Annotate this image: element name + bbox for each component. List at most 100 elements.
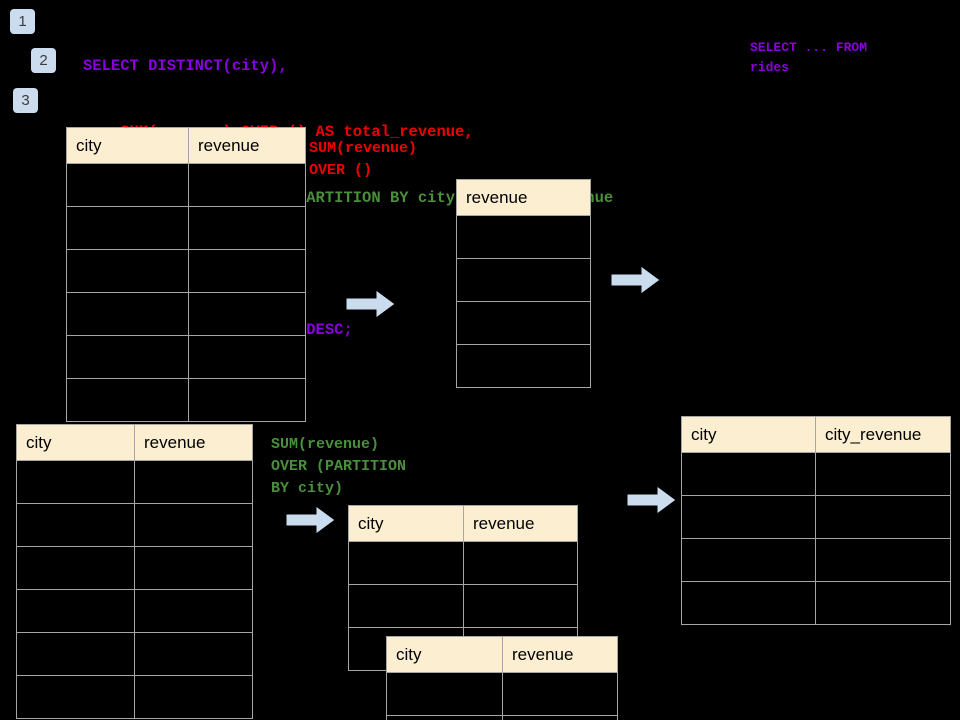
table-header-row: city revenue — [66, 127, 306, 164]
table-cell — [188, 335, 306, 379]
table-cell — [681, 452, 816, 496]
table-body — [386, 672, 618, 720]
table-cell — [815, 581, 951, 625]
table-row — [456, 301, 591, 345]
table-cell — [16, 675, 135, 719]
table-cell — [16, 503, 135, 547]
table-cell — [815, 538, 951, 582]
table-row — [16, 503, 253, 547]
table-final-result: city city_revenue — [681, 416, 951, 625]
arrow-to-total-revenue-icon — [346, 289, 396, 319]
table-row — [16, 632, 253, 676]
table-cell — [16, 460, 135, 504]
step-badge-1: 1 — [10, 9, 35, 34]
table-cell — [386, 715, 503, 720]
table-body — [66, 163, 306, 422]
annotation-sum-over-partition: SUM(revenue) OVER (PARTITION BY city) — [271, 436, 407, 497]
table-cell — [134, 546, 253, 590]
table-total-revenue: revenue — [456, 179, 591, 388]
step-badge-2: 2 — [31, 48, 56, 73]
table-cell — [134, 460, 253, 504]
arrow-to-partition-groups-icon — [286, 505, 336, 535]
table-row — [66, 378, 306, 422]
table-cell — [66, 163, 189, 207]
table-source-rides-bottom: city revenue — [16, 424, 253, 719]
table-partition-group-a: city revenue — [348, 505, 578, 671]
table-cell — [188, 163, 306, 207]
table-row — [66, 206, 306, 250]
table-row — [456, 215, 591, 259]
column-header-city: city — [681, 416, 816, 453]
table-body — [681, 452, 951, 625]
table-cell — [134, 632, 253, 676]
table-cell — [66, 335, 189, 379]
table-row — [16, 589, 253, 633]
table-row — [681, 581, 951, 625]
table-cell — [502, 672, 618, 716]
table-cell — [66, 249, 189, 293]
table-header-row: city city_revenue — [681, 416, 951, 453]
column-header-revenue: revenue — [188, 127, 306, 164]
table-cell — [66, 292, 189, 336]
table-cell — [134, 589, 253, 633]
table-row — [681, 538, 951, 582]
table-header-row: city revenue — [16, 424, 253, 461]
table-cell — [188, 292, 306, 336]
table-row — [16, 675, 253, 719]
table-row — [348, 541, 578, 585]
table-row — [16, 546, 253, 590]
table-cell — [348, 584, 464, 628]
sql-line-1: SELECT DISTINCT(city), — [83, 57, 288, 75]
table-row — [456, 344, 591, 388]
table-body — [16, 460, 253, 719]
table-cell — [681, 495, 816, 539]
table-cell — [66, 206, 189, 250]
table-cell — [815, 452, 951, 496]
table-cell — [681, 581, 816, 625]
column-header-city: city — [348, 505, 464, 542]
table-body — [456, 215, 591, 388]
table-cell — [815, 495, 951, 539]
table-cell — [456, 215, 591, 259]
table-cell — [456, 258, 591, 302]
table-source-rides-top: city revenue — [66, 127, 306, 422]
table-row — [66, 292, 306, 336]
table-row — [681, 495, 951, 539]
column-header-city: city — [66, 127, 189, 164]
table-row — [386, 715, 618, 720]
column-header-city: city — [16, 424, 135, 461]
arrow-to-final-result-icon — [627, 485, 677, 515]
annotation-select-from: SELECT ... FROM rides — [750, 40, 868, 75]
table-cell — [463, 541, 578, 585]
table-cell — [502, 715, 618, 720]
table-cell — [188, 249, 306, 293]
column-header-city-revenue: city_revenue — [815, 416, 951, 453]
table-cell — [456, 344, 591, 388]
table-cell — [16, 632, 135, 676]
table-header-row: revenue — [456, 179, 591, 216]
table-cell — [16, 589, 135, 633]
table-header-row: city revenue — [386, 636, 618, 673]
column-header-revenue: revenue — [463, 505, 578, 542]
column-header-revenue: revenue — [456, 179, 591, 216]
table-cell — [188, 206, 306, 250]
table-cell — [66, 378, 189, 422]
table-partition-group-b: city revenue — [386, 636, 618, 720]
table-row — [16, 460, 253, 504]
table-cell — [134, 675, 253, 719]
column-header-revenue: revenue — [134, 424, 253, 461]
table-row — [681, 452, 951, 496]
step-badge-3: 3 — [13, 88, 38, 113]
table-row — [348, 584, 578, 628]
column-header-city: city — [386, 636, 503, 673]
table-cell — [386, 672, 503, 716]
table-cell — [134, 503, 253, 547]
table-row — [66, 163, 306, 207]
table-row — [386, 672, 618, 716]
arrow-total-revenue-out-icon — [611, 265, 661, 295]
annotation-sum-over-empty: SUM(revenue) OVER () — [309, 140, 418, 179]
table-cell — [456, 301, 591, 345]
table-cell — [463, 584, 578, 628]
table-row — [66, 335, 306, 379]
